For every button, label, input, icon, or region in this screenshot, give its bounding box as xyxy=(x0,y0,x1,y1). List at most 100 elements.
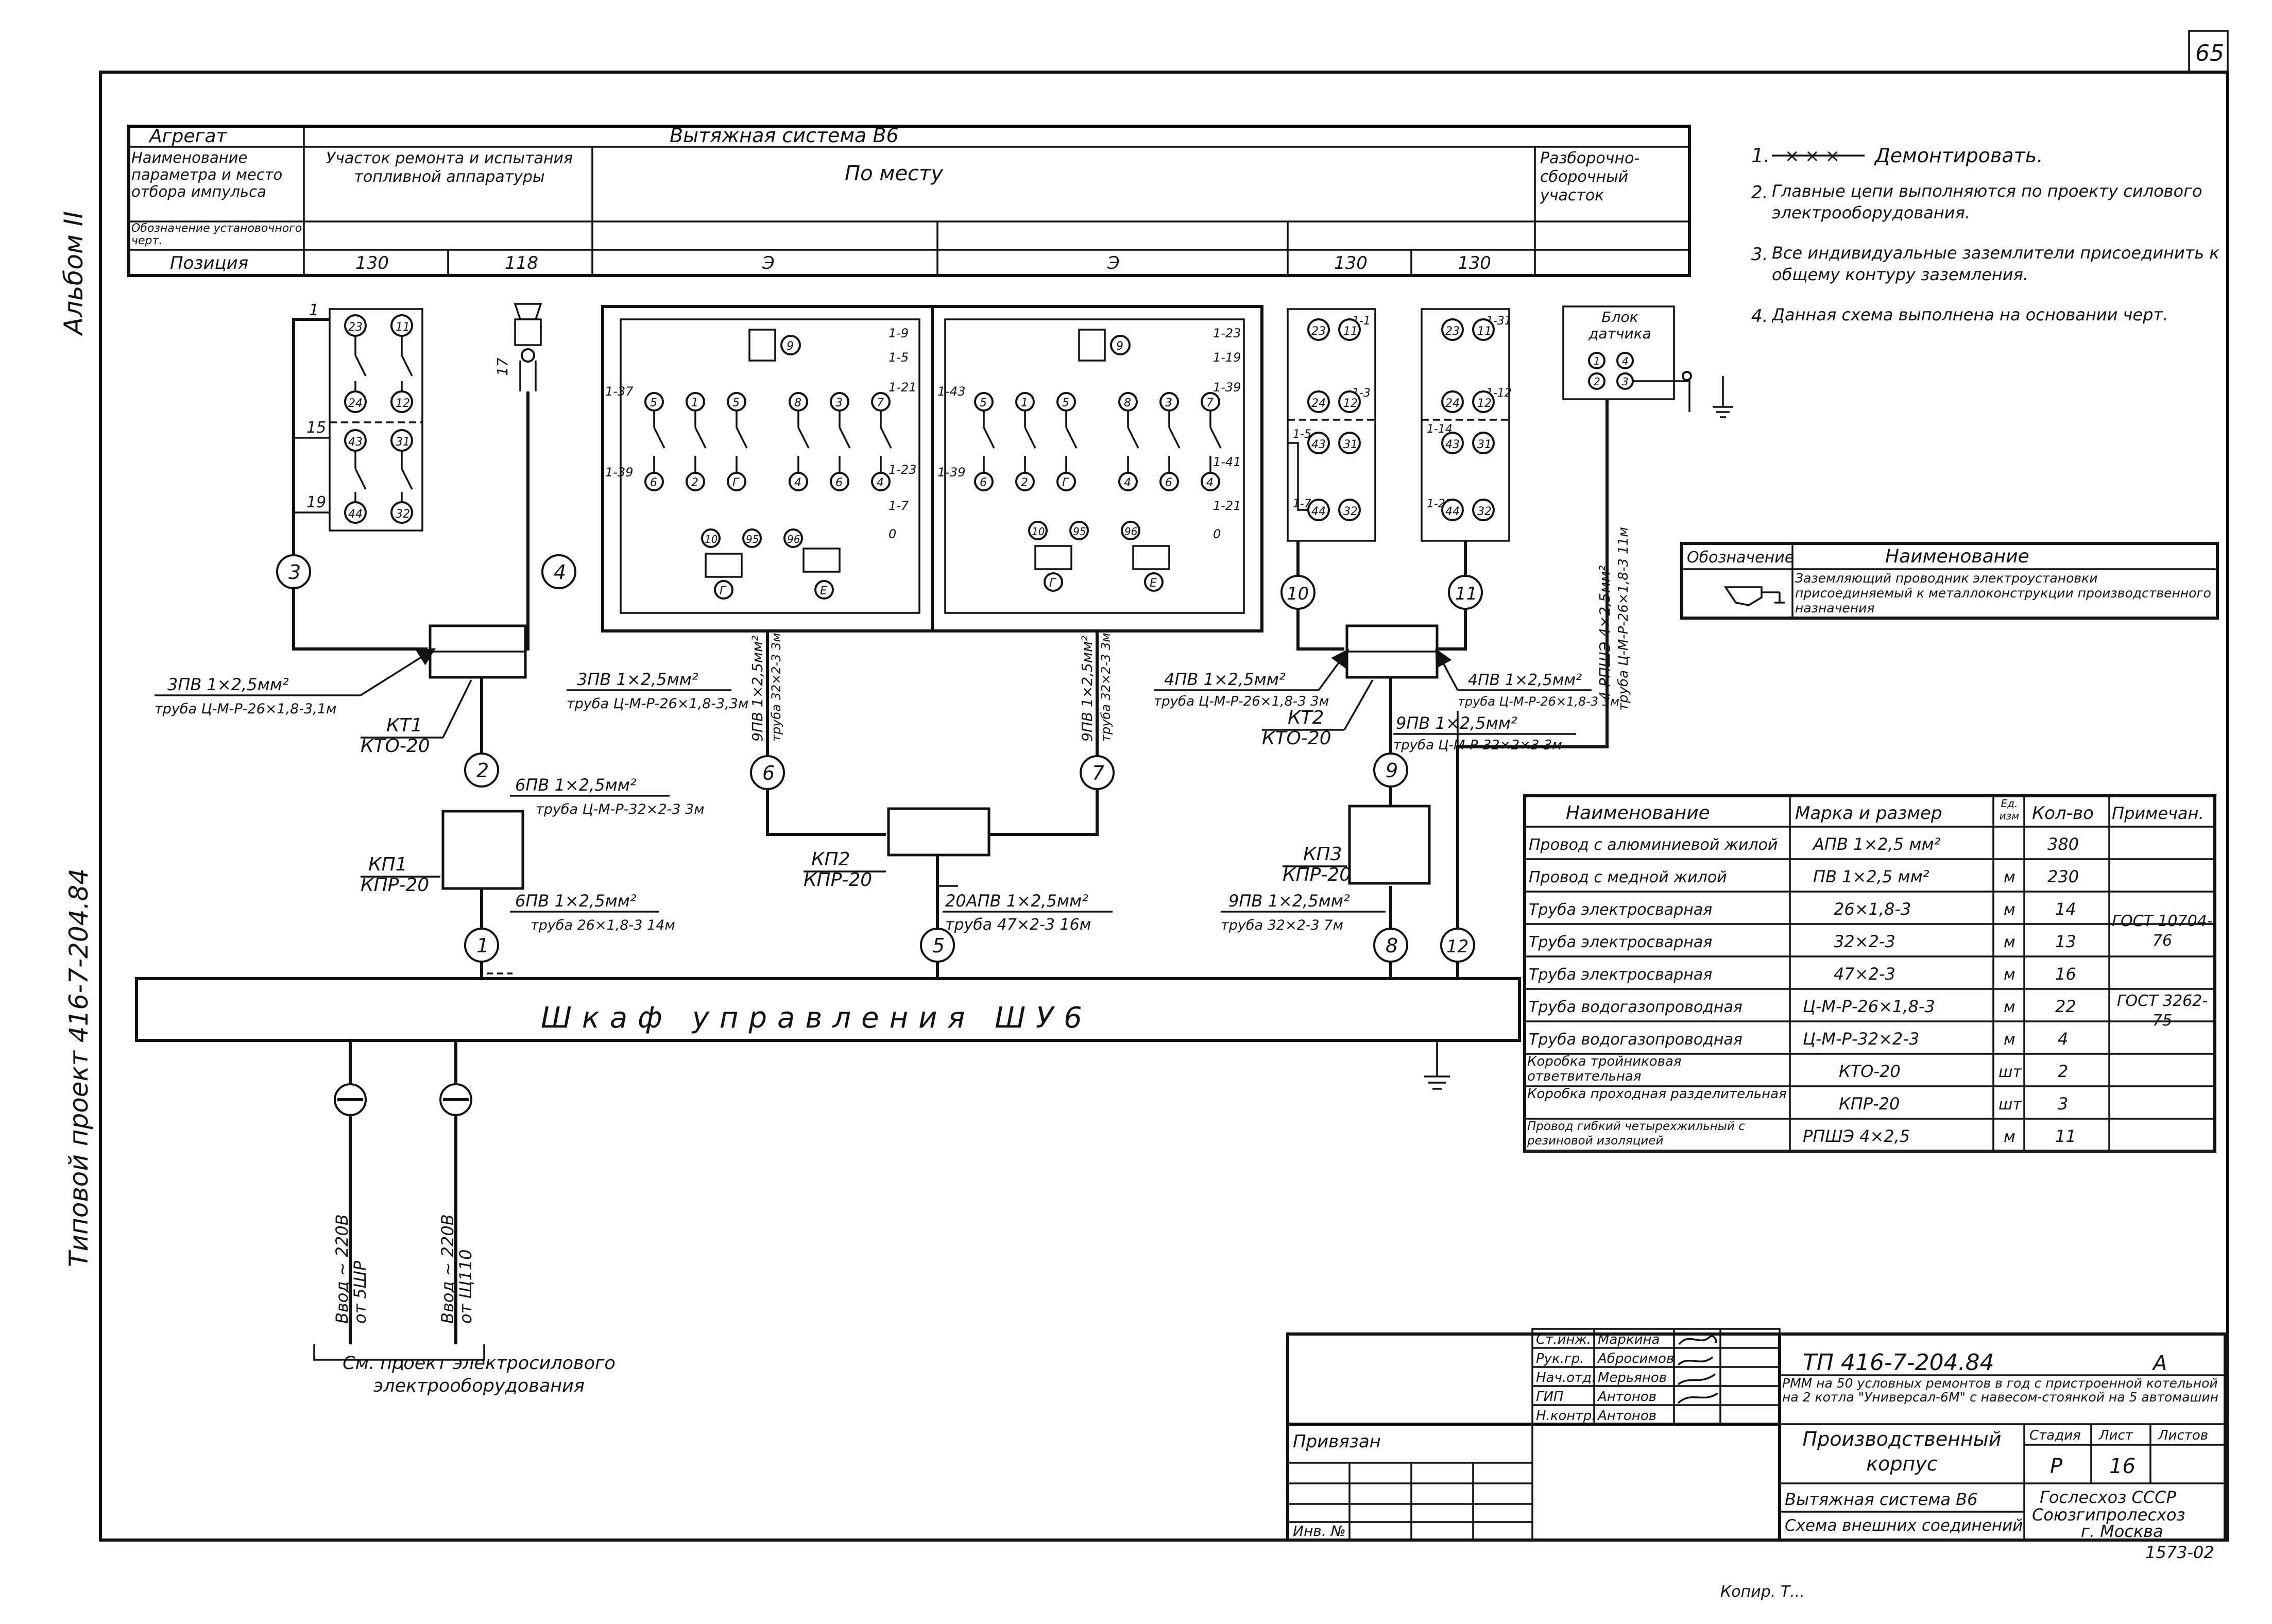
svg-text:1-39: 1-39 xyxy=(1213,380,1241,395)
svg-text:м: м xyxy=(2004,998,2015,1016)
mat-row-8: Коробка тройниковая ответвительная КТО-2… xyxy=(1527,1054,2068,1084)
svg-text:1-41: 1-41 xyxy=(1213,455,1241,469)
svg-text:КПР-20: КПР-20 xyxy=(1839,1094,1900,1114)
svg-text:6ПВ 1×2,5мм²: 6ПВ 1×2,5мм² xyxy=(515,891,637,911)
box-kt1: КТ1 КТО-20 xyxy=(361,624,527,757)
svg-text:230: 230 xyxy=(2047,867,2079,886)
cable-11: 4ПВ 1×2,5мм² труба Ц-М-Р-26×1,8-3 3м xyxy=(1435,648,1619,709)
svg-text:32: 32 xyxy=(396,508,410,521)
inv-label: Инв. № xyxy=(1293,1523,1346,1540)
mat-h-brand: Марка и размер xyxy=(1795,803,1942,824)
sheet-number-box xyxy=(2188,30,2229,73)
svg-text:труба 47×2-3 16м: труба 47×2-3 16м xyxy=(945,916,1091,934)
svg-text:труба Ц-М-Р-26×1,8-3 3м: труба Ц-М-Р-26×1,8-3 3м xyxy=(1458,694,1619,709)
mat-note-gost-10704: ГОСТ 10704-76 xyxy=(2112,912,2213,950)
cable-5: 20АПВ 1×2,5мм² труба 47×2-3 16м xyxy=(943,891,1113,934)
svg-text:43: 43 xyxy=(1445,438,1460,451)
project-code: ТП 416-7-204.84 xyxy=(1803,1349,1994,1376)
svg-text:Труба электросварная: Труба электросварная xyxy=(1529,901,1712,919)
wire-marker-4: 4 xyxy=(541,554,576,589)
note-3-text: Все индивидуальные заземлители присоедин… xyxy=(1772,243,2219,284)
svg-text:труба Ц-М-Р-26×1,8-3 11м: труба Ц-М-Р-26×1,8-3 11м xyxy=(1616,527,1631,711)
system-name: Вытяжная система В6 xyxy=(670,124,899,147)
contact-arms-b xyxy=(653,411,892,473)
dismantle-symbol: × × × xyxy=(1772,146,1865,166)
contact-arms-c xyxy=(983,411,1222,473)
agregat-label: Агрегат xyxy=(148,126,228,147)
svg-text:4ПВ 1×2,5мм²: 4ПВ 1×2,5мм² xyxy=(1468,671,1582,689)
contacts-c-top: 5 1 5 8 3 7 xyxy=(974,392,1220,412)
svg-text:31: 31 xyxy=(396,436,410,449)
by-place-label: По месту xyxy=(845,162,944,185)
note-1-text: Демонтировать. xyxy=(1874,144,2043,167)
svg-text:1-5: 1-5 xyxy=(889,350,909,365)
svg-text:1: 1 xyxy=(476,934,489,957)
svg-text:24: 24 xyxy=(348,397,363,410)
svg-text:труба Ц-М-Р-32×2-3 3м: труба Ц-М-Р-32×2-3 3м xyxy=(536,801,705,817)
svg-text:Ц-М-Р-32×2-3: Ц-М-Р-32×2-3 xyxy=(1803,1029,1919,1049)
designation-label: Обозначение установочного черт. xyxy=(131,223,302,247)
power-inputs: Ввод ~ 220В от 5ШР Ввод ~ 220В от Щ110 С… xyxy=(332,1083,616,1396)
relays-b: 10 95 96 Г Е xyxy=(701,528,841,600)
cabinet-ground-icon xyxy=(1424,1040,1450,1090)
outer-frame xyxy=(99,71,2229,1542)
svg-text:труба Ц-М-Р-26×1,8-3,3м: труба Ц-М-Р-26×1,8-3,3м xyxy=(567,696,748,712)
wire-markers: 1 2 3 4 5 6 7 8 9 10 11 12 xyxy=(276,554,1483,963)
svg-text:44: 44 xyxy=(1311,505,1326,518)
svg-text:32×2-3: 32×2-3 xyxy=(1834,932,1895,951)
svg-text:1: 1 xyxy=(1021,397,1028,409)
svg-text:ГИП: ГИП xyxy=(1536,1389,1564,1405)
svg-text:Абросимов: Абросимов xyxy=(1597,1351,1674,1366)
sensor-block: Блок датчика 1 4 2 3 xyxy=(1562,305,1733,418)
svg-text:6: 6 xyxy=(835,476,843,489)
legend-table: Обозначение Наименование Заземляющий про… xyxy=(1680,542,2219,620)
wire-marker-10: 10 xyxy=(1280,575,1316,610)
materials-table: Наименование Марка и размер Ед. изм Кол-… xyxy=(1523,794,2216,1153)
cable-7: 9ПВ 1×2,5мм² труба 32×2-3 3м xyxy=(1079,633,1113,742)
cable-1: 6ПВ 1×2,5мм² труба 26×1,8-3 14м xyxy=(510,891,675,933)
cable-8: 9ПВ 1×2,5мм² труба 32×2-3 7м xyxy=(1221,891,1386,933)
contacts-b-top: 5 1 5 8 3 7 xyxy=(644,392,891,412)
svg-text:1-23: 1-23 xyxy=(889,463,916,477)
svg-text:2: 2 xyxy=(476,759,489,782)
cable-6: 9ПВ 1×2,5мм² труба 32×2-3 3м xyxy=(749,633,783,742)
contacts-c-bottom: 6 2 Г 4 6 4 xyxy=(974,472,1220,491)
svg-text:Е: Е xyxy=(1150,577,1157,590)
svg-text:32: 32 xyxy=(1477,505,1492,518)
box-kp3: КП3 КПР-20 xyxy=(1283,805,1431,885)
control-cabinet: Шкаф управления ШУ6 xyxy=(135,977,1521,1090)
svg-text:14: 14 xyxy=(2055,899,2076,919)
svg-text:труба 32×2-3 3м: труба 32×2-3 3м xyxy=(1099,633,1113,742)
svg-text:44: 44 xyxy=(348,508,363,521)
cable-12: 4 РПШЭ 4×2,5мм² труба Ц-М-Р-26×1,8-3 11м xyxy=(1596,527,1631,711)
position-4: Э xyxy=(1107,253,1120,273)
svg-text:м: м xyxy=(2004,901,2015,919)
svg-text:9ПВ 1×2,5мм²: 9ПВ 1×2,5мм² xyxy=(749,636,766,742)
svg-text:РПШЭ 4×2,5: РПШЭ 4×2,5 xyxy=(1803,1126,1910,1146)
mat-row-7: Труба водогазопроводная Ц-М-Р-32×2-3 м 4 xyxy=(1529,1029,2068,1049)
svg-text:6: 6 xyxy=(762,762,775,784)
svg-text:1-23: 1-23 xyxy=(1213,326,1241,340)
wire-marker-3: 3 xyxy=(276,554,311,589)
svg-text:20АПВ 1×2,5мм²: 20АПВ 1×2,5мм² xyxy=(945,891,1088,911)
svg-text:КПР-20: КПР-20 xyxy=(1283,864,1351,885)
position-2: 118 xyxy=(505,253,538,273)
wire-marker-9: 9 xyxy=(1373,753,1408,788)
sensor-ground-icon xyxy=(1713,376,1733,418)
svg-text:Н.контр.: Н.контр. xyxy=(1536,1408,1596,1424)
see-project-note: См. проект электросилового электрооборуд… xyxy=(343,1353,616,1396)
materials-row-lines xyxy=(1525,858,2215,1120)
wire-marker-8: 8 xyxy=(1373,928,1408,963)
svg-text:4: 4 xyxy=(1622,355,1629,367)
legend-col-name: Наименование xyxy=(1885,546,2029,567)
svg-text:Антонов: Антонов xyxy=(1597,1389,1656,1405)
input-2-line1: Ввод ~ 220В xyxy=(438,1214,457,1324)
svg-text:Антонов: Антонов xyxy=(1597,1408,1656,1424)
svg-text:4: 4 xyxy=(554,561,566,584)
svg-text:2: 2 xyxy=(1021,476,1028,489)
term-a-15: 15 xyxy=(306,419,326,437)
drawing-title-2: Схема внешних соединений xyxy=(1785,1516,2023,1535)
svg-text:10: 10 xyxy=(1287,584,1309,604)
cable-4: 3ПВ 1×2,5мм² труба Ц-М-Р-26×1,8-3,3м xyxy=(567,670,748,712)
